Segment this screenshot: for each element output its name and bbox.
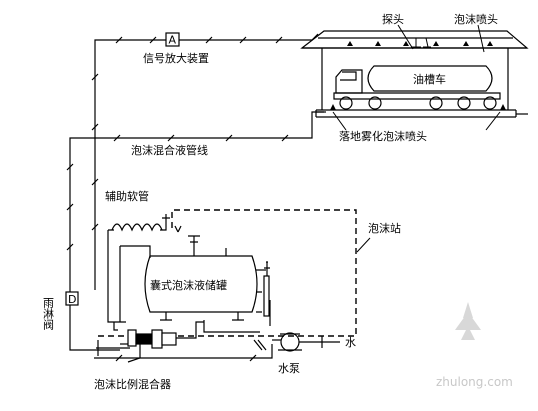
amplifier-box-label: A <box>169 34 177 47</box>
foam-mixture-pipeline-label: 泡沫混合液管线 <box>131 143 208 157</box>
top-leader-lines <box>397 24 485 53</box>
foam-nozzle-label: 泡沫喷头 <box>454 12 498 26</box>
foam-mixture-pipeline <box>66 111 528 295</box>
ground-nozzle-leaders <box>332 111 501 131</box>
bottom-return-line <box>94 339 273 362</box>
watermark-logo-icon <box>455 302 481 340</box>
foam-station-enclosure <box>98 209 357 337</box>
sight-gauge <box>256 261 270 317</box>
tanker-label: 油槽车 <box>413 72 446 86</box>
watermark: zhulong.com <box>436 302 513 389</box>
ground-nozzles <box>330 104 506 110</box>
ground-atomizing-nozzle-label: 落地雾化泡沫喷头 <box>339 129 427 143</box>
signal-wiring <box>91 33 319 290</box>
proportioner-label: 泡沫比例混合器 <box>94 377 171 391</box>
watermark-text: zhulong.com <box>436 375 513 389</box>
bladder-foam-tank <box>144 235 258 321</box>
canopy-nozzles <box>347 41 493 46</box>
deluge-valve-label: 雨淋阀 <box>42 297 55 331</box>
signal-amplifier-label: 信号放大装置 <box>143 51 209 65</box>
aux-hose-label: 辅助软管 <box>105 189 149 203</box>
foam-station-leader <box>356 237 371 253</box>
tank-piping <box>107 245 271 333</box>
deluge-valve-box-label: D <box>68 293 76 306</box>
water-pump <box>272 332 340 352</box>
water-pump-label: 水泵 <box>278 362 300 375</box>
deluge-valve-text: 雨淋阀 <box>42 297 55 331</box>
proportioner-mixer <box>69 305 204 363</box>
aux-hose-coil <box>107 214 182 248</box>
signal-amplifier-box: A <box>165 32 180 47</box>
tanker-truck <box>333 65 501 110</box>
bladder-tank-label: 囊式泡沫液储罐 <box>150 278 227 292</box>
foam-station-label: 泡沫站 <box>368 221 401 235</box>
detector-heads <box>411 37 431 48</box>
detector-head-label: 探头 <box>382 13 404 26</box>
water-label: 水 <box>345 336 356 349</box>
deluge-valve <box>65 291 79 306</box>
